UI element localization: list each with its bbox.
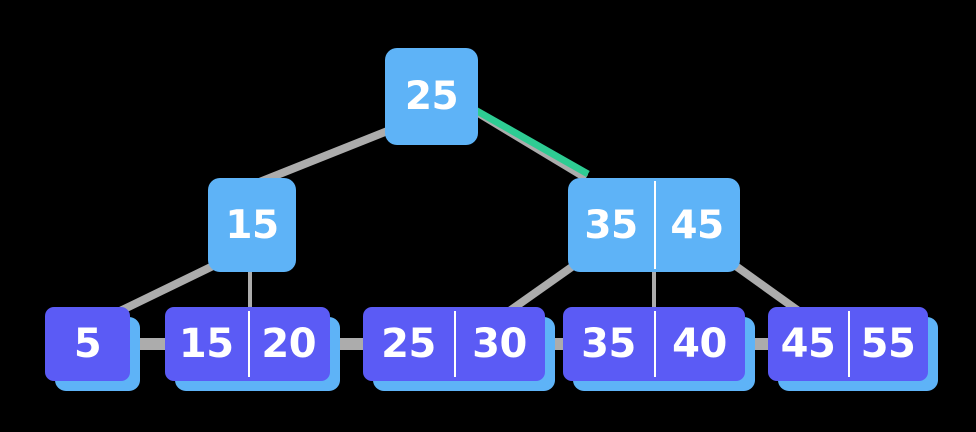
node-key-cell[interactable]: 45 bbox=[654, 178, 740, 272]
tree-edge bbox=[505, 260, 579, 316]
node-key-cell[interactable]: 15 bbox=[178, 321, 234, 367]
tree-edge bbox=[467, 104, 589, 182]
tree-edge bbox=[250, 126, 392, 189]
node-key-cell[interactable]: 55 bbox=[848, 307, 928, 381]
internal-node[interactable]: 35 45 bbox=[568, 178, 740, 272]
node-key-cell[interactable]: 35 bbox=[584, 202, 638, 248]
node-key-cell[interactable]: 25 bbox=[381, 321, 436, 367]
node-key-cell[interactable]: 15 bbox=[225, 202, 279, 248]
internal-node[interactable]: 15 bbox=[208, 178, 296, 272]
tree-edge-highlighted bbox=[468, 103, 590, 178]
node-key-cell[interactable]: 30 bbox=[454, 307, 545, 381]
leaf-node[interactable]: 5 bbox=[45, 307, 130, 381]
leaf-node[interactable]: 45 55 bbox=[768, 307, 928, 381]
leaf-node[interactable]: 25 30 bbox=[363, 307, 545, 381]
tree-edge bbox=[116, 261, 217, 316]
node-key-cell[interactable]: 20 bbox=[247, 307, 331, 381]
leaf-node[interactable]: 35 40 bbox=[563, 307, 745, 381]
node-key-cell[interactable]: 35 bbox=[581, 321, 636, 367]
internal-node[interactable]: 25 bbox=[385, 48, 478, 145]
node-key-cell[interactable]: 5 bbox=[73, 321, 102, 367]
node-key-cell[interactable]: 45 bbox=[780, 321, 836, 367]
tree-edge bbox=[730, 260, 803, 316]
node-key-cell[interactable]: 40 bbox=[654, 307, 745, 381]
node-key-cell[interactable]: 25 bbox=[404, 74, 459, 119]
